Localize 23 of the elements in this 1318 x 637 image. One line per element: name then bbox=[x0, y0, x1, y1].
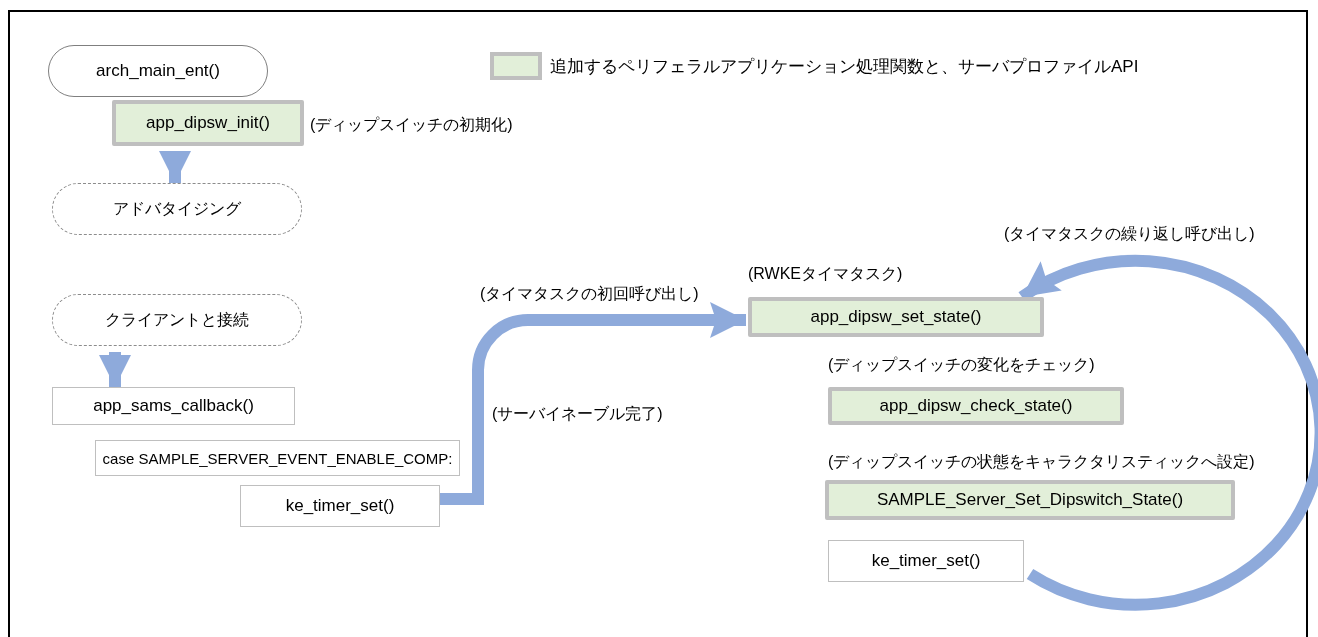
terminal-shape: アドバタイジング bbox=[52, 183, 302, 235]
arrow bbox=[159, 151, 191, 183]
process-box: SAMPLE_Server_Set_Dipswitch_State() bbox=[825, 480, 1235, 520]
arrow bbox=[99, 352, 131, 387]
process-box: app_dipsw_set_state() bbox=[748, 297, 1044, 337]
arrow bbox=[440, 302, 746, 505]
terminal-shape: クライアントと接続 bbox=[52, 294, 302, 346]
process-box: case SAMPLE_SERVER_EVENT_ENABLE_COMP: bbox=[95, 440, 460, 476]
annotation-text: (RWKEタイマタスク) bbox=[748, 264, 903, 284]
annotation-text: (ディップスイッチの状態をキャラクタリスティックへ設定) bbox=[828, 452, 1255, 472]
process-box: app_dipsw_init() bbox=[112, 100, 304, 146]
edge-label: (タイマタスクの繰り返し呼び出し) bbox=[1002, 224, 1257, 245]
process-box: ke_timer_set() bbox=[240, 485, 440, 527]
annotation-text: (サーバイネーブル完了) bbox=[492, 404, 663, 424]
annotation-text: (ディップスイッチの変化をチェック) bbox=[828, 355, 1095, 375]
annotation-text: (ディップスイッチの初期化) bbox=[310, 115, 513, 135]
process-box: ke_timer_set() bbox=[828, 540, 1024, 582]
edge-label: (タイマタスクの初回呼び出し) bbox=[478, 284, 701, 305]
terminal-shape: arch_main_ent() bbox=[48, 45, 268, 97]
legend-text: 追加するペリフェラルアプリケーション処理関数と、サーバプロファイルAPI bbox=[550, 55, 1139, 78]
arrow bbox=[1018, 254, 1318, 611]
process-box: app_sams_callback() bbox=[52, 387, 295, 425]
process-box: app_dipsw_check_state() bbox=[828, 387, 1124, 425]
